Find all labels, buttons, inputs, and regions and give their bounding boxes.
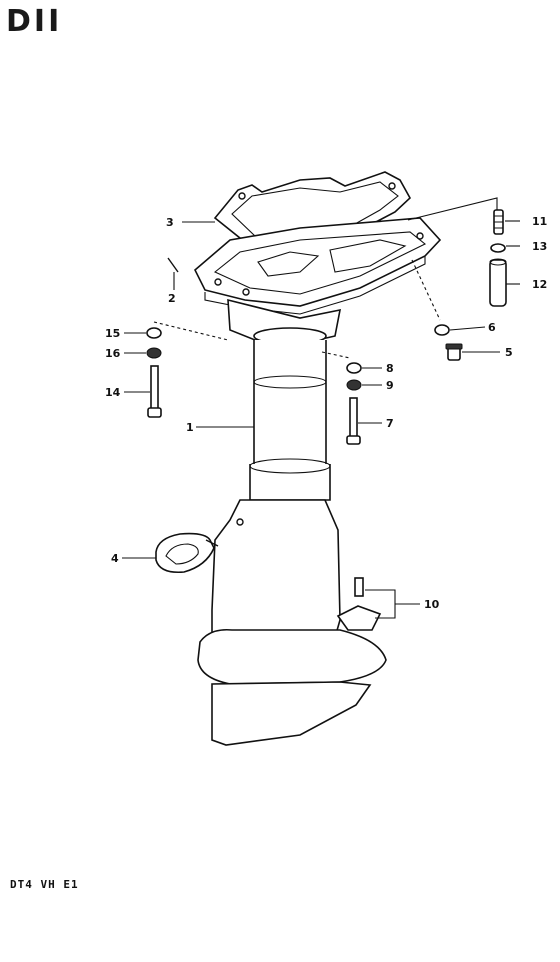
callout-14: 14 [105,386,121,399]
callout-15: 15 [105,327,120,340]
lock-washer-part [346,379,362,391]
callout-11: 11 [532,215,547,228]
anode-part [336,577,382,631]
washer-part [346,362,362,374]
cover-plate-part [155,532,219,574]
pin-part [167,257,179,273]
stud-part [493,209,504,235]
plug-part [445,343,463,361]
callout-6: 6 [488,321,496,334]
bolt-part [147,365,162,418]
mounting-plate [194,217,442,315]
callout-labels: 1 2 3 4 5 6 7 8 9 10 11 12 13 14 15 16 [105,215,547,611]
callout-8: 8 [386,362,394,375]
washer-part [434,324,450,336]
driveshaft-housing [197,298,387,746]
page-title: DII [6,4,63,39]
callout-4: 4 [111,552,119,565]
o-ring-part [490,243,506,253]
callout-10: 10 [424,598,440,611]
callout-16: 16 [105,347,121,360]
callout-1: 1 [186,421,194,434]
callout-13: 13 [532,240,547,253]
callout-2: 2 [168,292,176,305]
bolt-part [346,397,361,445]
washer-part [146,327,162,339]
callout-9: 9 [386,379,394,392]
callout-12: 12 [532,278,547,291]
sleeve-part [489,258,507,307]
lock-washer-part [146,347,162,359]
model-code: DT4 VH E1 [10,878,79,891]
callout-5: 5 [505,346,513,359]
callout-3: 3 [166,216,174,229]
callout-7: 7 [386,417,394,430]
leader-lines [122,197,520,619]
